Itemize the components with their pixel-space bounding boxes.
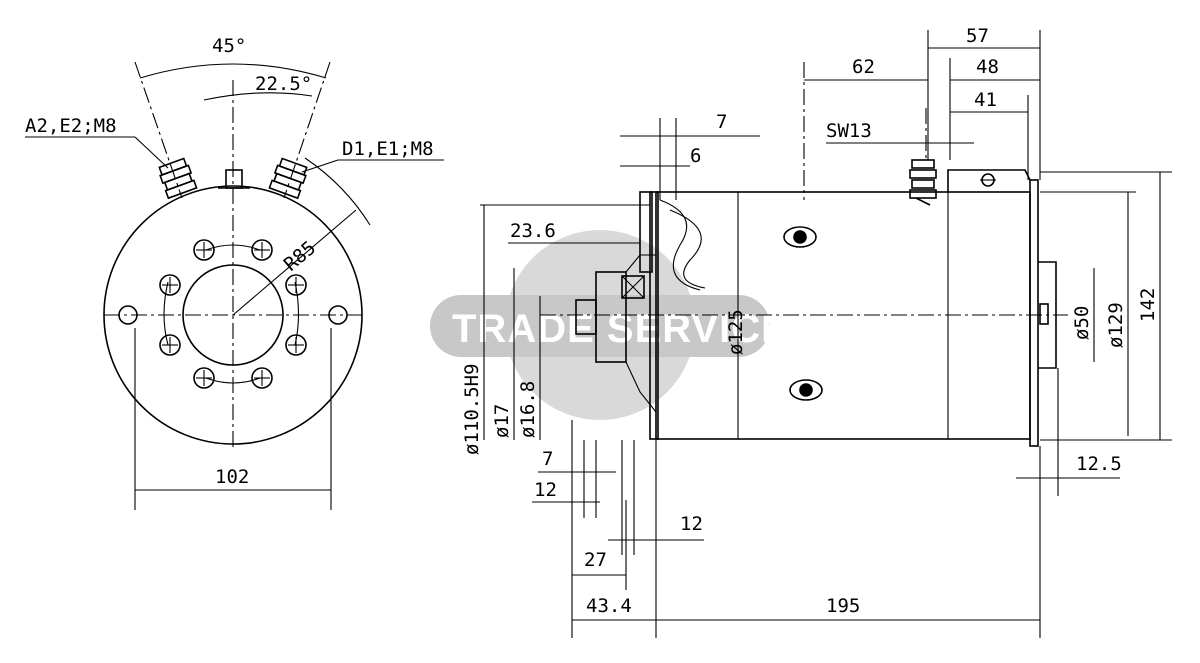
label-terminal-left: A2,E2;M8 <box>25 115 117 137</box>
label-dim-7-bottom: 7 <box>542 448 553 470</box>
terminal-stud-right <box>980 173 996 187</box>
housing-bolt-top <box>783 226 817 248</box>
bolt-holes <box>118 239 348 389</box>
flange-profile <box>625 254 657 413</box>
radius-arc <box>304 157 371 226</box>
bolt-circle-arc-left <box>163 281 169 346</box>
angle-arc-22-5 <box>203 92 313 101</box>
label-dim-195: 195 <box>826 595 860 617</box>
end-cap <box>1029 179 1039 447</box>
shaft-end <box>1039 303 1049 325</box>
label-angle-45: 45° <box>212 35 246 57</box>
radius-leader <box>232 209 357 316</box>
housing-bolt-bottom <box>789 379 823 401</box>
bearing-inner <box>621 275 645 299</box>
label-dia-16-8: ø16.8 <box>517 381 539 438</box>
watermark: TRADE SERVICE <box>430 230 789 420</box>
bolt-hole <box>285 274 307 296</box>
terminal-left <box>158 157 198 200</box>
label-dim-12-5: 12.5 <box>1076 453 1122 475</box>
label-dim-48: 48 <box>976 56 999 78</box>
front-view: 45° 22.5° A2,E2;M8 D1,E1;M8 R85 102 <box>25 35 444 510</box>
label-dim-62: 62 <box>852 56 875 78</box>
bolt-hole <box>251 367 273 389</box>
bolt-hole <box>159 334 181 356</box>
label-dim-23-6: 23.6 <box>510 220 556 242</box>
angle-arc-45 <box>139 63 327 79</box>
label-dim-27: 27 <box>584 549 607 571</box>
label-dia-129: ø129 <box>1105 302 1127 348</box>
flange-plate <box>639 191 653 273</box>
label-dim-43-4: 43.4 <box>586 595 632 617</box>
label-dim-12-mid: 12 <box>680 513 703 535</box>
label-angle-22-5: 22.5° <box>255 73 312 95</box>
label-width-102: 102 <box>215 466 249 488</box>
centerline-angle-right <box>283 61 331 199</box>
watermark-band <box>430 295 770 357</box>
bearing-cross-b <box>621 275 645 299</box>
bolt-hole <box>193 239 215 261</box>
cable-loop <box>659 199 701 291</box>
terminal-stud <box>909 159 937 206</box>
bolt-hole <box>159 274 181 296</box>
leader-terminal-left-diagonal <box>134 136 169 169</box>
label-sw13: SW13 <box>826 120 872 142</box>
bolt-hole <box>285 334 307 356</box>
side-view: 57 62 48 41 SW13 7 6 23.6 ø110.5H9 ø17 ø… <box>461 25 1172 638</box>
shaft-spline <box>575 299 597 335</box>
leader-terminal-right-diagonal <box>301 159 339 173</box>
cable-loop-2 <box>669 209 706 289</box>
label-dim-41: 41 <box>974 89 997 111</box>
centerline-angle-left <box>134 61 183 199</box>
label-dia-110: ø110.5H9 <box>461 363 483 455</box>
bolt-hole <box>193 367 215 389</box>
watermark-text: TRADE SERVICE <box>452 307 789 351</box>
label-dia-50: ø50 <box>1071 306 1093 340</box>
label-dia-17: ø17 <box>491 404 513 438</box>
bolt-hole <box>251 239 273 261</box>
label-dim-7-top: 7 <box>716 111 727 133</box>
label-dim-6: 6 <box>690 145 701 167</box>
label-dim-142: 142 <box>1137 288 1159 322</box>
label-terminal-right: D1,E1;M8 <box>342 138 434 160</box>
label-dim-57: 57 <box>966 25 989 47</box>
label-dia-125: ø125 <box>725 309 747 355</box>
terminal-center <box>218 169 250 189</box>
label-dim-12-left: 12 <box>534 479 557 501</box>
